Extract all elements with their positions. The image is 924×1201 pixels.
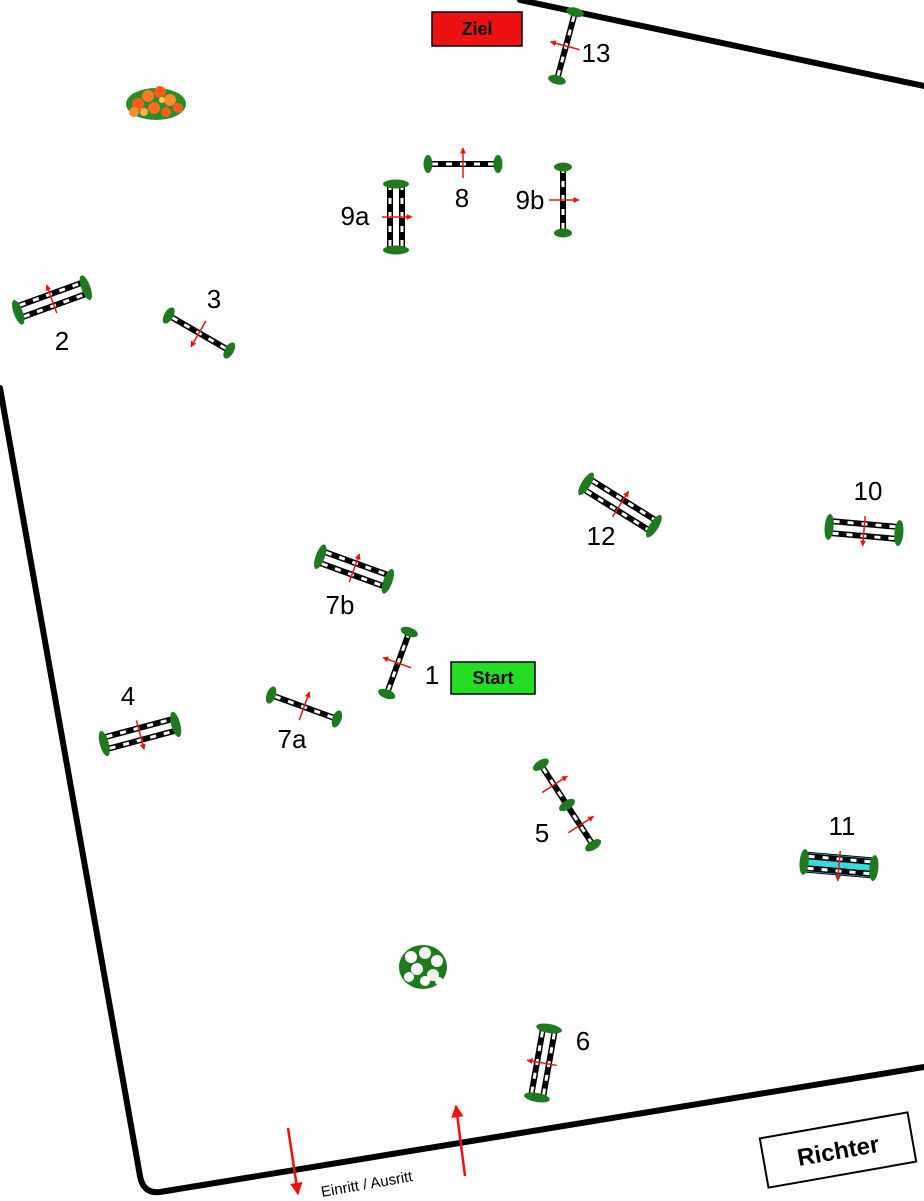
obstacle-label: 2 xyxy=(55,326,69,356)
obstacle-12 xyxy=(578,472,662,538)
obstacle-label: 9b xyxy=(516,185,545,215)
entrance-label: Einritt / Ausritt xyxy=(320,1168,415,1201)
obstacle-5 xyxy=(532,758,602,852)
obstacle-label: 13 xyxy=(582,38,611,68)
entrance-exit: Einritt / Ausritt xyxy=(286,1104,467,1201)
obstacle-label: 11 xyxy=(829,811,856,841)
finish-box: Ziel xyxy=(431,11,523,47)
obstacle-label: 4 xyxy=(121,681,135,711)
obstacle-3 xyxy=(162,307,236,359)
obstacle-6 xyxy=(524,1023,562,1103)
obstacle-10 xyxy=(824,513,904,547)
obstacle-2 xyxy=(12,275,92,325)
obstacle-label: 7a xyxy=(278,724,307,754)
obstacle-9b xyxy=(549,162,580,238)
obstacle-7a xyxy=(265,686,343,728)
flower-bed-decoration xyxy=(126,86,186,120)
finish-label: Ziel xyxy=(461,19,492,39)
obstacle-label: 10 xyxy=(854,476,883,506)
obstacle-7b xyxy=(314,544,394,594)
obstacle-9a xyxy=(382,179,413,255)
white-flower-bush-decoration xyxy=(399,945,447,989)
obstacle-label: 5 xyxy=(535,818,549,848)
obstacle-8 xyxy=(423,147,503,178)
obstacle-13 xyxy=(548,7,584,85)
obstacle-4 xyxy=(98,711,182,757)
judge-box: Richter xyxy=(758,1111,918,1189)
obstacle-label: 12 xyxy=(587,521,616,551)
start-box: Start xyxy=(450,661,536,695)
start-label: Start xyxy=(472,668,513,688)
obstacle-label: 9a xyxy=(341,201,370,231)
obstacle-label: 6 xyxy=(576,1026,590,1056)
obstacle-11 xyxy=(799,848,879,882)
obstacle-1 xyxy=(378,626,418,700)
obstacle-label: 7b xyxy=(326,590,355,620)
obstacle-label: 1 xyxy=(425,660,439,690)
obstacle-label: 8 xyxy=(455,183,469,213)
obstacle-label: 3 xyxy=(207,284,221,314)
